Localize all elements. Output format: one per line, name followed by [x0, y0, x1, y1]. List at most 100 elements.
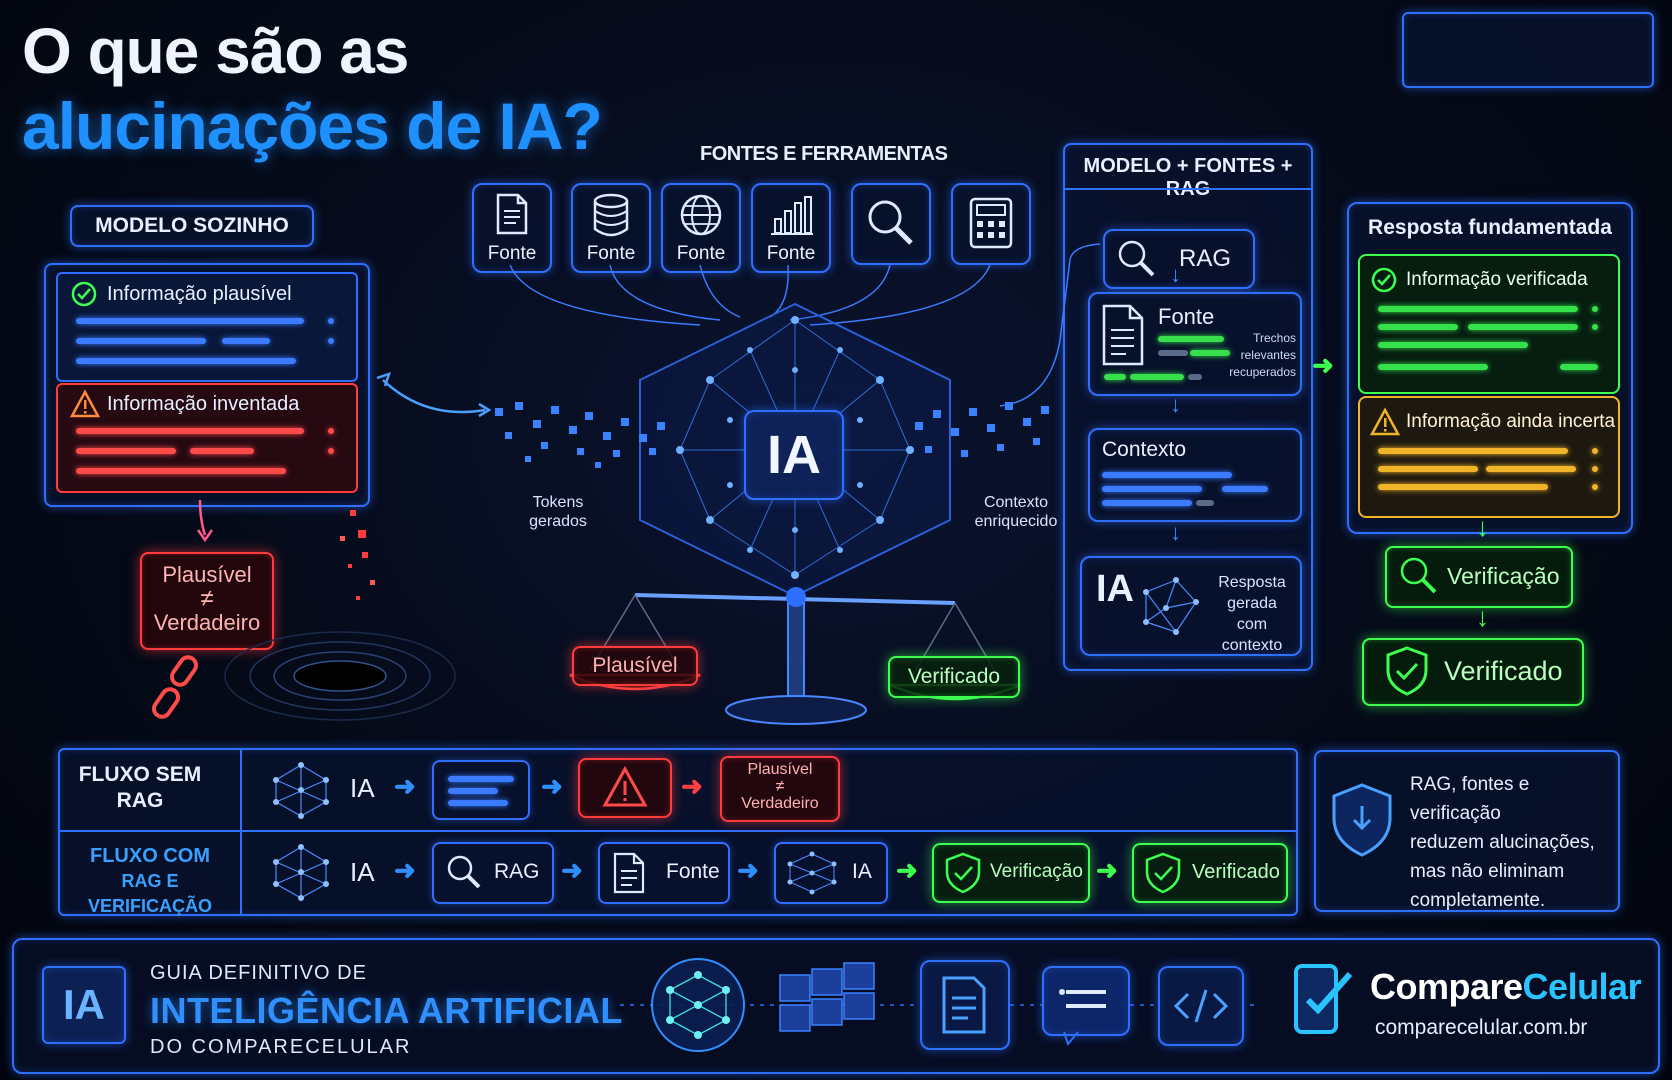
badge-symbol: ≠: [200, 585, 214, 612]
tool-web[interactable]: Fonte: [661, 183, 741, 273]
context-enriched-label: Contexto enriquecido: [966, 493, 1066, 531]
guide-line1: GUIA DEFINITIVO DE: [150, 962, 367, 984]
network-icon: [784, 850, 840, 901]
flow1-plausible-box: Plausível ≠ Verdadeiro: [720, 756, 840, 822]
tools-header: FONTES E FERRAMENTAS: [700, 143, 948, 165]
title-line2: alucinações de IA?: [22, 89, 603, 163]
database-icon: [573, 193, 649, 242]
flow-rag-line2: RAG E VERIFICAÇÃO: [87, 871, 212, 916]
network-icon: [268, 842, 334, 907]
search-icon: [1115, 237, 1159, 286]
flow1-plaus-line2: Verdadeiro: [741, 795, 819, 812]
down-arrow: ↓: [1476, 512, 1489, 542]
fonte-note-3: recuperados: [1229, 365, 1296, 379]
tool-chart[interactable]: Fonte: [751, 183, 831, 273]
flow2-ia-box: IA: [774, 842, 888, 904]
tool-database[interactable]: Fonte: [571, 183, 651, 273]
arrow-right: ➜: [737, 855, 759, 885]
arrow-right: ➜: [541, 771, 563, 801]
fonte-step[interactable]: Fonte Trechos relevantes recuperados: [1088, 292, 1302, 396]
scale-plausible-tag: Plausível: [572, 646, 698, 686]
fonte-step-label: Fonte: [1158, 304, 1215, 329]
shield-check-icon: [944, 852, 982, 899]
tool-connectors: [509, 264, 991, 326]
brand-url[interactable]: comparecelular.com.br: [1375, 1016, 1588, 1039]
document-icon: [474, 193, 550, 240]
tool-database-label: Fonte: [586, 243, 636, 264]
phone-check-icon: [1290, 960, 1356, 1043]
verification-button[interactable]: Verificação: [1385, 546, 1573, 608]
tool-document[interactable]: Fonte: [472, 183, 552, 273]
note-text: RAG, fontes e verificação reduzem alucin…: [1410, 770, 1616, 915]
note-panel: RAG, fontes e verificação reduzem alucin…: [1314, 750, 1620, 912]
badge-line2: Verdadeiro: [153, 610, 261, 635]
flow-rag-title: FLUXO COM RAG E VERIFICAÇÃO: [64, 844, 236, 919]
ia-core-label: IA: [767, 425, 821, 485]
fonte-note-2: relevantes: [1240, 348, 1296, 362]
ia-answer-label: IA: [1096, 568, 1134, 610]
search-icon: [853, 197, 929, 254]
verification-label: Verificação: [1447, 563, 1560, 589]
ia-answer-step[interactable]: IA Resposta gerada com contexto: [1080, 556, 1302, 656]
brand-name: CompareCelular: [1370, 966, 1642, 1008]
verified-badge: Verificado: [1362, 638, 1584, 706]
tokens-label: Tokens gerados: [522, 493, 594, 531]
chat-icon: [1042, 966, 1130, 1047]
verified-info-label: Informação verificada: [1406, 269, 1588, 290]
tool-document-label: Fonte: [487, 243, 537, 264]
down-arrow: ↓: [1170, 520, 1181, 545]
down-arrow: ↓: [1170, 392, 1181, 417]
warning-icon: [1369, 407, 1401, 441]
grounded-header: Resposta fundamentada: [1368, 216, 1612, 239]
search-icon: [444, 852, 484, 897]
exchange-arrow: [376, 372, 492, 418]
fonte-note: Trechos relevantes recuperados: [1228, 330, 1296, 381]
calculator-icon: [953, 197, 1029, 254]
scale-verified-label: Verificado: [907, 665, 1001, 688]
flow2-fonte-box: Fonte: [598, 842, 730, 904]
network-icon: [268, 760, 334, 825]
context-step-label: Contexto: [1102, 438, 1187, 461]
left-down-arrow: [196, 499, 214, 543]
document-edit-icon: [920, 960, 1010, 1050]
verified-info-box: Informação verificada: [1358, 254, 1620, 394]
note-line2: reduzem alucinações,: [1410, 832, 1595, 853]
flow-no-rag-title: FLUXO SEM RAG: [70, 762, 210, 814]
answer-1: Resposta: [1218, 574, 1286, 591]
scale-verified-tag: Verificado: [888, 656, 1020, 698]
blank-frame: [1402, 12, 1654, 88]
ia-core-chip: IA: [744, 410, 844, 500]
tool-search[interactable]: [851, 183, 931, 265]
answer-2: gerada com: [1227, 595, 1277, 633]
check-icon: [1370, 266, 1398, 299]
rag-step[interactable]: RAG: [1103, 229, 1255, 289]
plausible-not-true-badge: Plausível ≠ Verdadeiro: [140, 552, 274, 650]
code-icon: [1158, 966, 1244, 1046]
flow1-text-box: [432, 760, 530, 820]
flow2-fonte-label: Fonte: [666, 860, 720, 883]
verified-label: Verificado: [1444, 656, 1563, 686]
arrow-right: ➜: [896, 855, 918, 885]
void-graphic: [224, 631, 456, 721]
plausible-info-label: Informação plausível: [107, 283, 292, 305]
warning-icon: [602, 765, 648, 813]
flow2-verified-box: Verificado: [1132, 843, 1288, 903]
network-icon: [1136, 572, 1206, 647]
shield-check-icon: [1144, 852, 1182, 899]
document-icon: [1100, 304, 1146, 371]
context-step[interactable]: Contexto: [1088, 428, 1302, 522]
chip-icon: IA: [42, 966, 126, 1044]
answer-3: contexto: [1221, 637, 1283, 654]
tool-calculator[interactable]: [951, 183, 1031, 265]
uncertain-info-box: Informação ainda incerta: [1358, 396, 1620, 518]
brand-part-a: Compare: [1370, 966, 1523, 1007]
tokens-line2: gerados: [529, 513, 587, 530]
badge-line1: Plausível: [162, 562, 252, 587]
flow2-verification-box: Verificação: [932, 843, 1090, 903]
bar-chart-icon: [753, 193, 829, 242]
flow2-ia-label: IA: [350, 857, 375, 887]
flow1-plaus-symbol: ≠: [775, 778, 785, 795]
model-alone-header: MODELO SOZINHO: [70, 205, 314, 247]
to-grounded-arrow: ➜: [1312, 350, 1334, 380]
title-line1: O que são as: [22, 15, 409, 87]
